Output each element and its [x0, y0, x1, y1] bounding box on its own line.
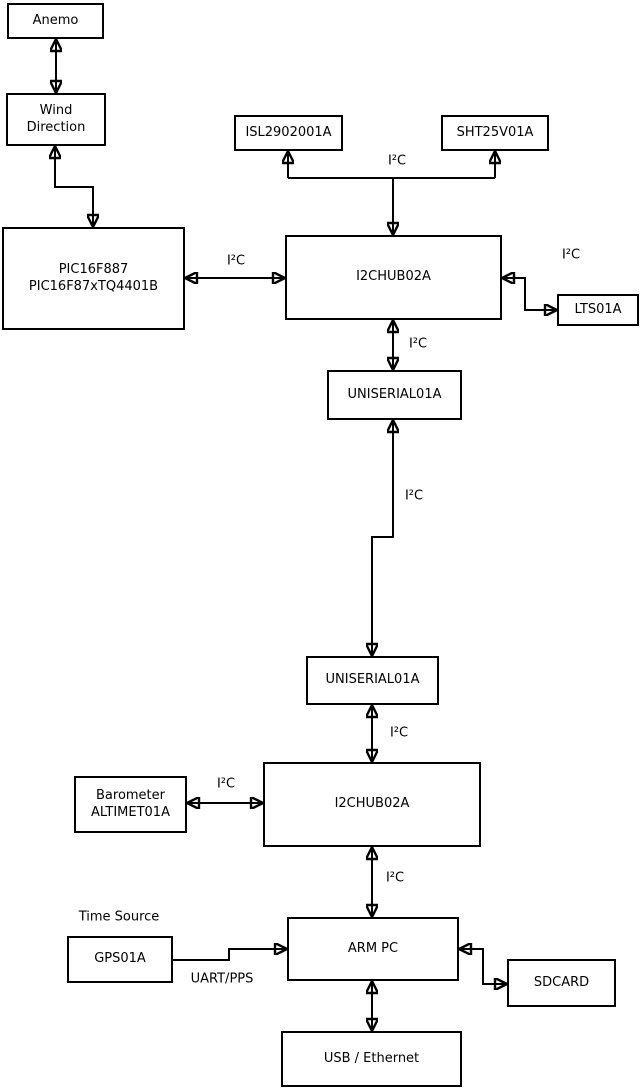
barometer-box: Barometer ALTIMET01A	[74, 776, 187, 833]
edge-gps-armpc	[173, 949, 287, 961]
sdcard-label: SDCARD	[533, 974, 590, 990]
isl-sensor-label: ISL2902001A	[245, 124, 332, 140]
i2c-label-hub2-armpc: I²C	[385, 870, 405, 886]
time-source-label: Time Source	[78, 909, 160, 925]
uniserial-upper-label: UNISERIAL01A	[347, 386, 442, 402]
i2c-label-uniserial-hub2: I²C	[389, 725, 409, 741]
uniserial-lower-box: UNISERIAL01A	[306, 656, 439, 705]
i2c-label-hub-lts: I²C	[561, 247, 581, 263]
i2c-label-pic-hub: I²C	[226, 253, 246, 269]
i2c-label-sensor-bus: I²C	[387, 153, 407, 169]
edge-hub1-lts	[502, 278, 557, 310]
wind-direction-label: Wind Direction	[26, 102, 86, 135]
uart-pps-label: UART/PPS	[190, 971, 254, 987]
edge-uniserial1-uniserial2	[372, 420, 393, 656]
usb-ethernet-label: USB / Ethernet	[323, 1050, 420, 1066]
sht-sensor-box: SHT25V01A	[441, 115, 549, 151]
edge-wind-pic	[55, 146, 93, 227]
usb-ethernet-box: USB / Ethernet	[281, 1031, 462, 1087]
uniserial-lower-label: UNISERIAL01A	[325, 672, 420, 688]
isl-sensor-box: ISL2902001A	[234, 115, 343, 151]
anemo-box: Anemo	[7, 3, 104, 39]
pic-microcontroller-label: PIC16F887 PIC16F87xTQ4401B	[28, 261, 159, 294]
i2c-hub-upper-label: I2CHUB02A	[356, 269, 431, 285]
arm-pc-label: ARM PC	[347, 940, 399, 956]
i2c-hub-upper-box: I2CHUB02A	[285, 235, 502, 320]
i2c-label-barometer-hub2: I²C	[216, 776, 236, 792]
edge-armpc-sdcard	[459, 949, 507, 984]
sdcard-box: SDCARD	[507, 959, 616, 1007]
lts-sensor-label: LTS01A	[574, 301, 622, 317]
gps-box: GPS01A	[67, 936, 173, 983]
sht-sensor-label: SHT25V01A	[456, 124, 534, 140]
gps-label: GPS01A	[94, 951, 146, 967]
i2c-hub-lower-box: I2CHUB02A	[263, 762, 481, 847]
lts-sensor-box: LTS01A	[557, 294, 639, 326]
barometer-label: Barometer ALTIMET01A	[91, 787, 170, 820]
anemo-label: Anemo	[32, 12, 79, 28]
i2c-hub-lower-label: I2CHUB02A	[334, 796, 410, 812]
pic-microcontroller-box: PIC16F887 PIC16F87xTQ4401B	[2, 227, 185, 330]
i2c-label-uniserial-link: I²C	[404, 488, 424, 504]
i2c-label-hub-uniserial: I²C	[408, 336, 428, 352]
arm-pc-box: ARM PC	[287, 917, 459, 981]
uniserial-upper-box: UNISERIAL01A	[327, 370, 462, 420]
wind-direction-box: Wind Direction	[6, 93, 106, 146]
